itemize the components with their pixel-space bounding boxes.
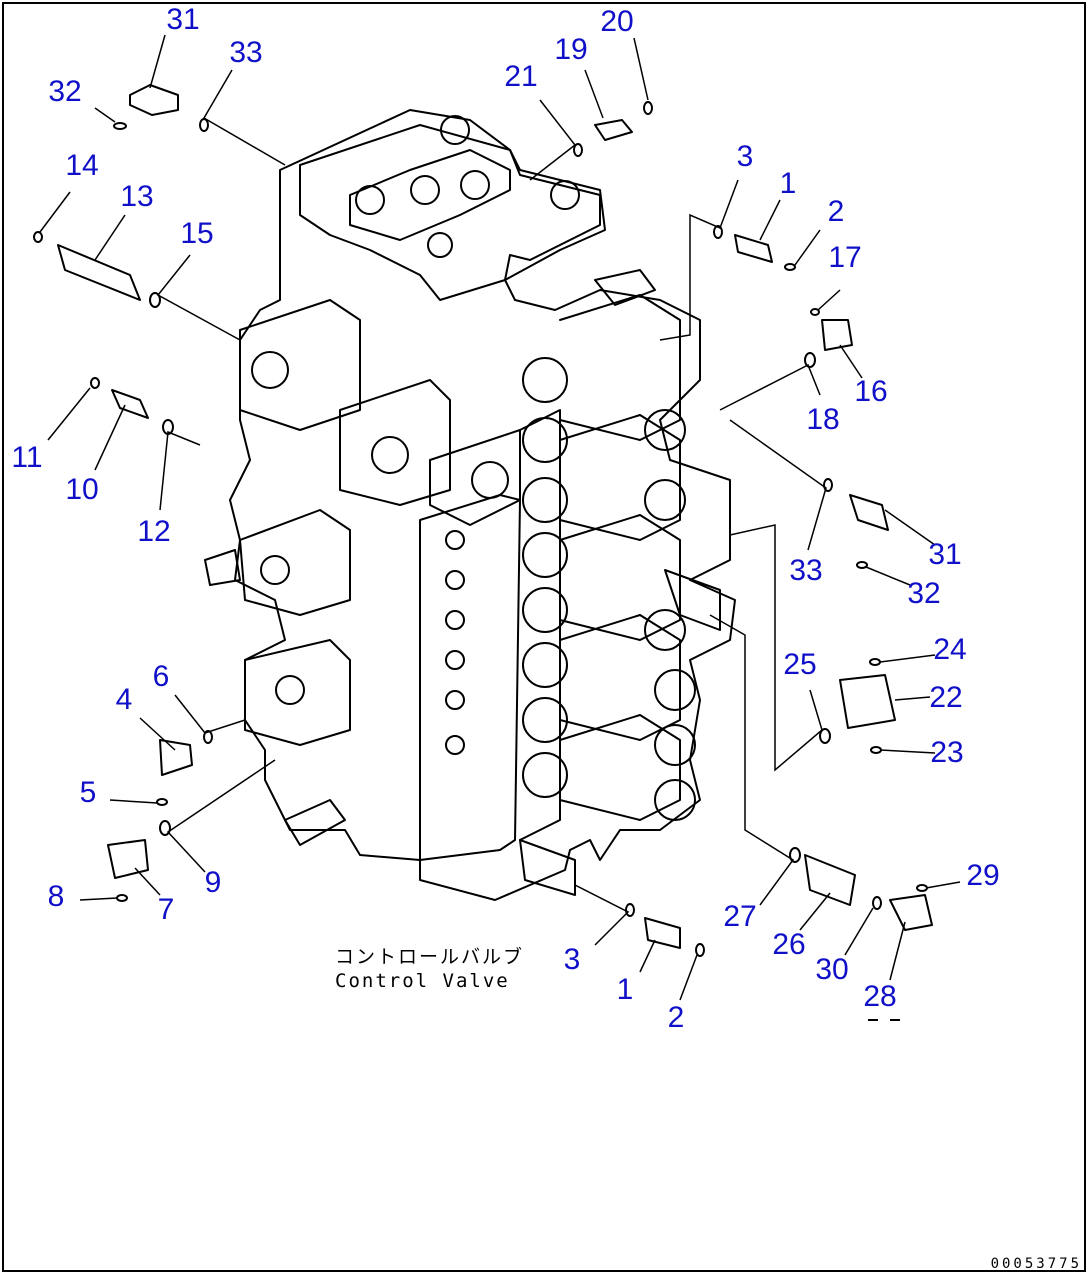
callout-17: 17 xyxy=(828,241,862,274)
callout-1-top: 1 xyxy=(779,167,797,200)
callout-18: 18 xyxy=(806,403,840,436)
caption-japanese: コントロールバルブ xyxy=(335,946,525,968)
callout-1-bottom: 1 xyxy=(616,973,634,1006)
callout-6: 6 xyxy=(152,660,170,693)
callout-3-bottom: 3 xyxy=(563,943,581,976)
callout-8: 8 xyxy=(47,880,65,913)
callout-15: 15 xyxy=(180,217,214,250)
callout-4: 4 xyxy=(115,683,133,716)
callout-20: 20 xyxy=(600,5,634,38)
callout-10: 10 xyxy=(65,473,99,506)
callout-33-top: 33 xyxy=(229,36,263,69)
callout-33-right: 33 xyxy=(789,554,823,587)
callout-12: 12 xyxy=(137,515,171,548)
callout-29: 29 xyxy=(966,859,1000,892)
callout-23: 23 xyxy=(930,736,964,769)
callout-31-right: 31 xyxy=(928,538,962,571)
callout-24: 24 xyxy=(933,633,967,666)
callout-2-top: 2 xyxy=(827,195,845,228)
callout-16: 16 xyxy=(854,375,888,408)
callout-28: 28 xyxy=(863,980,897,1013)
callout-11: 11 xyxy=(11,441,43,474)
document-number: 00053775 xyxy=(990,1256,1082,1272)
callout-26: 26 xyxy=(772,928,806,961)
caption-english: Control Valve xyxy=(335,970,510,992)
callout-27: 27 xyxy=(723,900,757,933)
callout-13: 13 xyxy=(120,180,154,213)
callout-21: 21 xyxy=(504,60,538,93)
callout-32-top: 32 xyxy=(48,75,82,108)
callout-2-bottom: 2 xyxy=(667,1001,685,1034)
callout-30: 30 xyxy=(815,953,849,986)
callout-25: 25 xyxy=(783,648,817,681)
callout-19: 19 xyxy=(554,33,588,66)
callout-9: 9 xyxy=(204,866,222,899)
callout-32-right: 32 xyxy=(907,577,941,610)
callout-5: 5 xyxy=(79,776,97,809)
callout-3-top: 3 xyxy=(736,140,754,173)
callout-22: 22 xyxy=(929,681,963,714)
callout-7: 7 xyxy=(157,893,175,926)
callout-31-top: 31 xyxy=(166,3,200,36)
callout-14: 14 xyxy=(65,149,99,182)
